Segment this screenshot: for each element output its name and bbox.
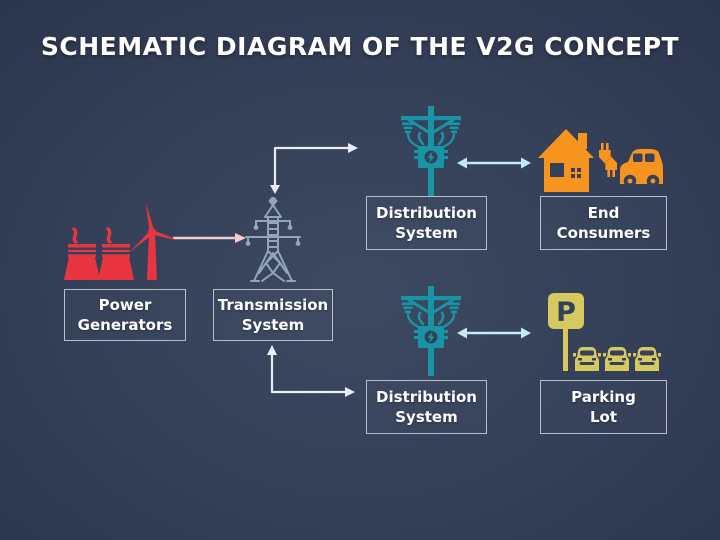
parking-sign-letter: P <box>556 297 576 328</box>
distribution-pole-icon <box>399 106 463 196</box>
power-plant-wind-turbine-icon <box>64 196 176 284</box>
arrow-transmission-distribution-top <box>270 143 358 194</box>
end-consumers-box: End Consumers <box>540 196 667 250</box>
power-generators-box: Power Generators <box>64 289 186 341</box>
distribution-pole-icon <box>399 286 463 376</box>
parking-sign-cars-icon: P <box>542 293 662 375</box>
transmission-system-label: Transmission System <box>217 295 329 334</box>
house-plug-car-icon <box>538 126 664 194</box>
end-consumers-label: End Consumers <box>556 203 651 242</box>
transmission-system-box: Transmission System <box>213 289 333 341</box>
arrow-distribution-consumers <box>457 157 531 169</box>
arrow-distribution-parking <box>457 327 531 339</box>
parking-lot-box: Parking Lot <box>540 380 667 434</box>
arrow-generators-to-transmission <box>172 233 246 243</box>
page-title: SCHEMATIC DIAGRAM OF THE V2G CONCEPT <box>40 31 680 61</box>
parking-lot-label: Parking Lot <box>571 387 636 426</box>
distribution-system-bottom-label: Distribution System <box>376 387 477 426</box>
distribution-system-bottom-box: Distribution System <box>366 380 487 434</box>
transmission-tower-icon <box>240 197 306 285</box>
distribution-system-top-box: Distribution System <box>366 196 487 250</box>
arrow-transmission-distribution-bottom <box>267 345 355 397</box>
distribution-system-top-label: Distribution System <box>376 203 477 242</box>
power-generators-label: Power Generators <box>77 295 173 334</box>
